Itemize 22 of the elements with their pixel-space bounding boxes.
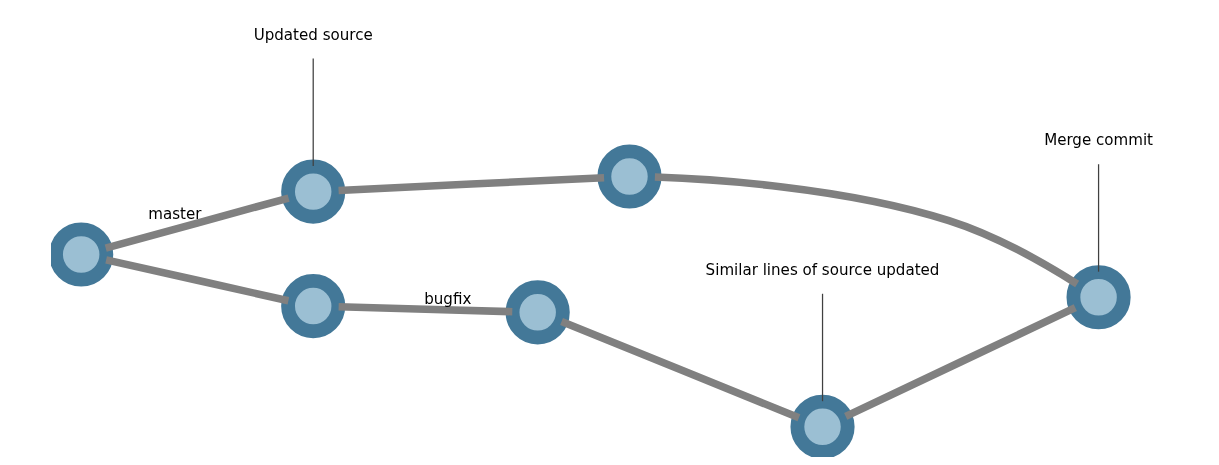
connector	[1097, 163, 1099, 273]
connector	[338, 302, 512, 316]
node-circle	[596, 144, 662, 209]
node-circle	[1066, 265, 1131, 330]
node-text: Updated source	[253, 25, 373, 44]
node-text: Merge commit	[1043, 131, 1153, 150]
connector	[654, 173, 1079, 288]
edge-label: bugfix	[423, 290, 471, 309]
node-text: Similar lines of source updated	[705, 260, 939, 279]
node-circle	[50, 222, 113, 287]
node-circle	[505, 280, 570, 345]
node-circle	[789, 394, 855, 457]
connector	[559, 318, 800, 422]
edge-label: master	[147, 204, 201, 223]
node-circle	[280, 159, 345, 224]
connector	[843, 304, 1077, 420]
connector	[821, 293, 823, 402]
connector	[104, 256, 289, 305]
connector	[104, 194, 290, 252]
node-circle	[280, 274, 345, 339]
connector	[337, 173, 604, 195]
connector	[312, 57, 314, 167]
